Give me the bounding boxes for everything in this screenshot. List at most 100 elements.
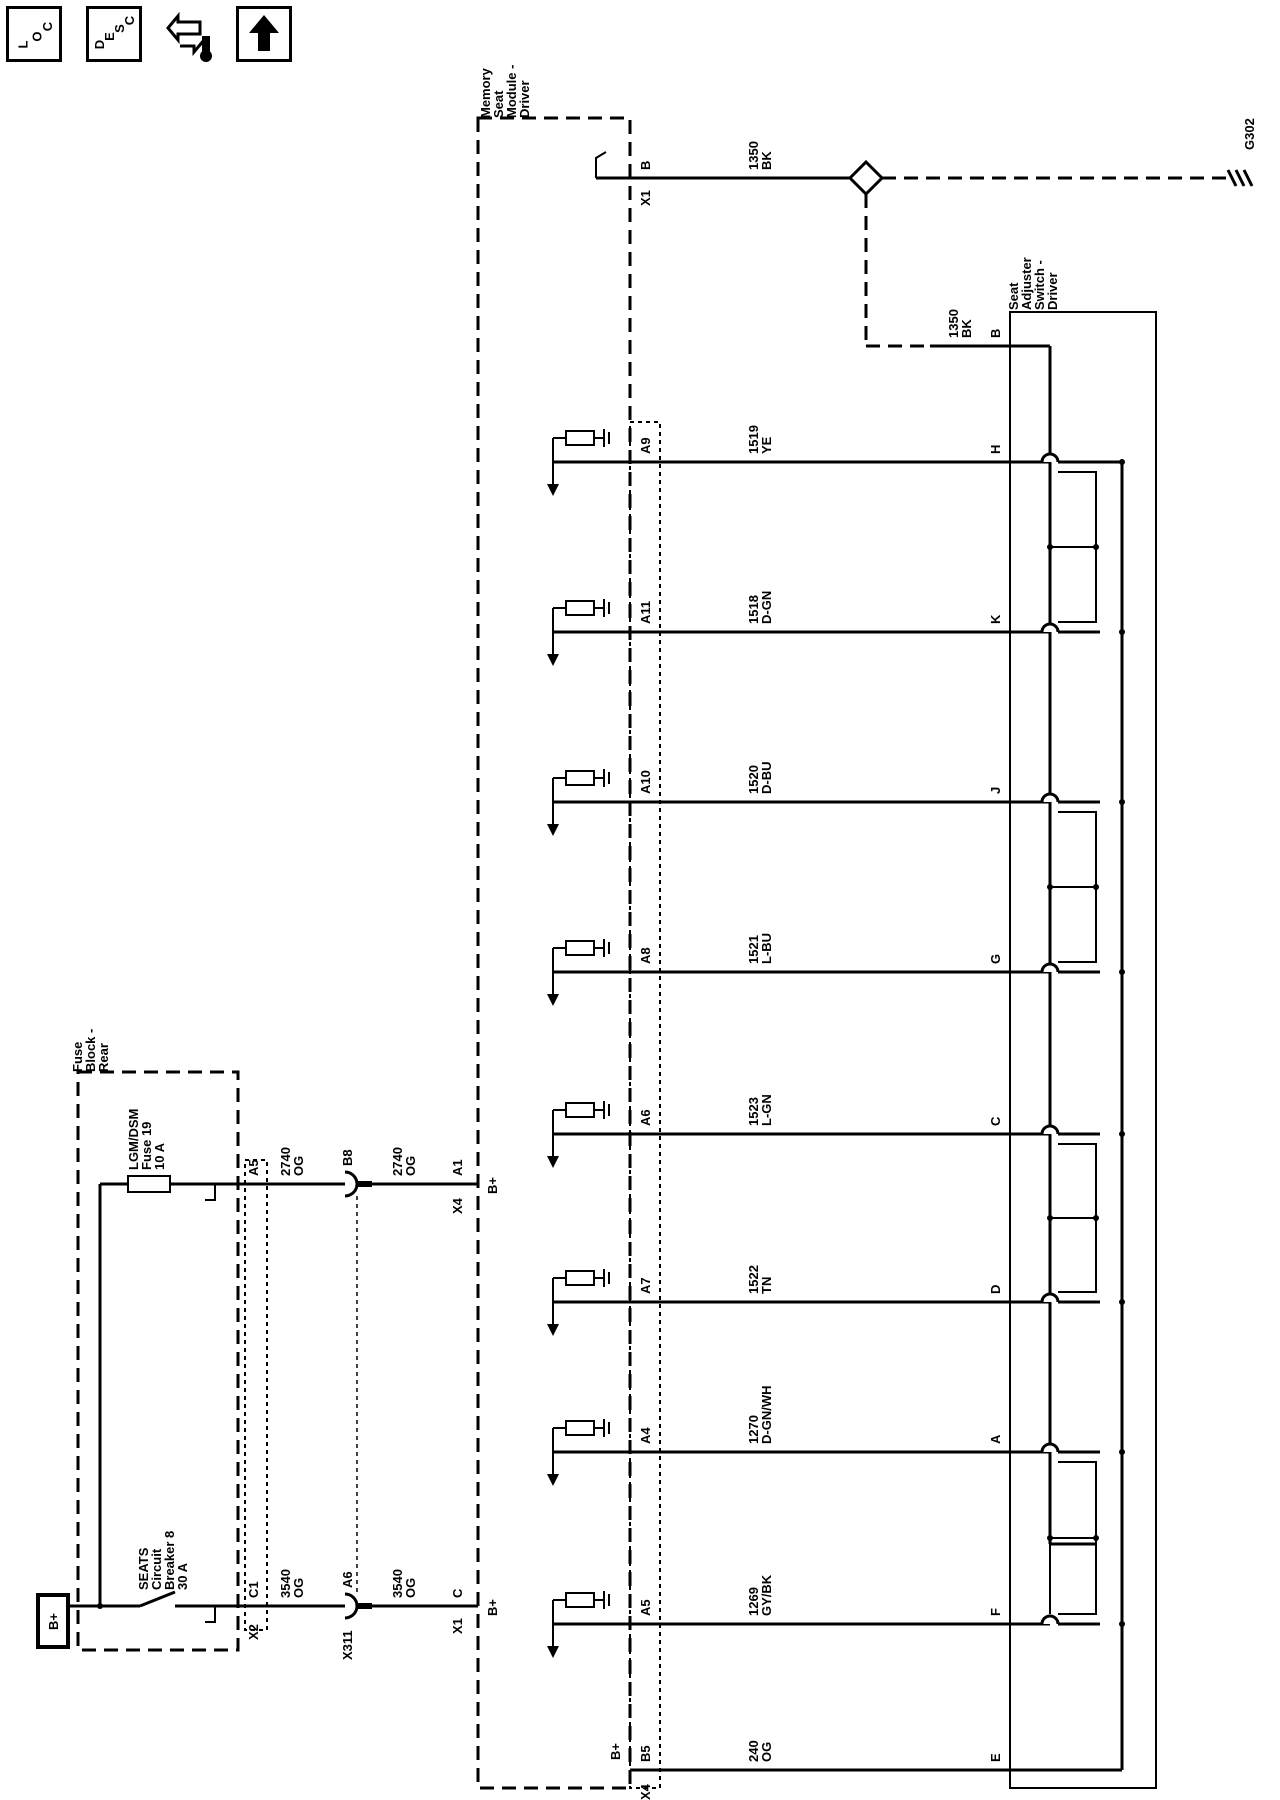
battery-source-label: B+: [46, 1613, 61, 1630]
fuse-block-connector: [244, 1159, 268, 1631]
supply-junction-H: [1119, 459, 1125, 465]
breaker-label-2: Circuit: [149, 1548, 164, 1590]
wire-2740-num-b: 2740: [390, 1147, 405, 1176]
wire-240-color: OG: [759, 1742, 774, 1762]
fuse-label-3: 10 A: [152, 1142, 167, 1170]
wire-num-1519: 1519: [746, 425, 761, 454]
switch-pin-D: D: [988, 1285, 1003, 1294]
supply-junction-D: [1119, 1299, 1125, 1305]
connector-c: C: [450, 1588, 465, 1598]
x4-connector-strip: [629, 421, 661, 1789]
memory-module-label-4: Driver: [517, 80, 532, 118]
wire-3540-num-b: 3540: [390, 1569, 405, 1598]
description-button[interactable]: D E S C: [86, 6, 142, 62]
wire-color-1520: D-BU: [759, 762, 774, 795]
supply-junction-K: [1119, 629, 1125, 635]
switch-pin-A: A: [988, 1434, 1003, 1444]
location-button[interactable]: L O C: [6, 6, 62, 62]
memory-module-label-2: Seat: [491, 90, 506, 118]
connector-x1-c: X1: [450, 1618, 465, 1634]
wire-color-1519: YE: [759, 436, 774, 454]
splice-diamond: [847, 159, 885, 197]
wire-color-1270: D-GN/WH: [759, 1386, 774, 1445]
module-ground-symbol: [595, 151, 607, 178]
circuit-resistor-A4: [565, 1420, 595, 1436]
bplus-b5: B+: [608, 1743, 623, 1760]
pin-label-A7: A7: [638, 1277, 653, 1294]
up-arrow-button[interactable]: [236, 6, 292, 62]
supply-junction-J: [1119, 799, 1125, 805]
fuse-block-label-3: Rear: [96, 1043, 111, 1072]
supply-junction-A: [1119, 1449, 1125, 1455]
memory-module-label-1: Memory: [478, 67, 493, 118]
bplus-c: B+: [485, 1599, 500, 1616]
switch-bridge-dot-2: [1047, 1215, 1053, 1221]
tools-icon[interactable]: [160, 6, 220, 66]
wire-1350-switch-color: BK: [959, 319, 974, 338]
circuit-resistor-A10: [565, 770, 595, 786]
breaker-label-3: Breaker 8: [162, 1531, 177, 1590]
wire-3540-num: 3540: [278, 1569, 293, 1598]
wire-num-1270: 1270: [746, 1415, 761, 1444]
switch-pin-G: G: [988, 954, 1003, 964]
circuit-hop-K: [1040, 622, 1060, 633]
connector-b8: B8: [340, 1149, 355, 1166]
seat-adjuster-switch-outline: [1009, 311, 1157, 1789]
up-arrow-icon: [249, 15, 279, 51]
switch-pin-K: K: [988, 614, 1003, 624]
breaker-label-4: 30 A: [175, 1562, 190, 1590]
battery-source-box: [36, 1593, 70, 1649]
pin-label-A11: A11: [638, 601, 653, 624]
connector-c1: C1: [246, 1581, 261, 1598]
switch-pin-b: B: [988, 329, 1003, 338]
circuit-resistor-A5: [565, 1592, 595, 1608]
pin-label-A6: A6: [638, 1109, 653, 1126]
supply-junction-G: [1119, 969, 1125, 975]
pin-label-A5: A5: [638, 1599, 653, 1616]
switch-pin-J: J: [988, 787, 1003, 794]
connector-x4-b5: X4: [638, 1783, 653, 1800]
switch-bridge-dot2-0: [1093, 544, 1099, 550]
bplus-a1: B+: [485, 1177, 500, 1194]
switch-pin-C: C: [988, 1116, 1003, 1126]
memory-module-label-3: Module -: [504, 65, 519, 118]
circuit-hop-D: [1040, 1292, 1060, 1303]
x311-connector-b8: [344, 1170, 359, 1198]
wire-240-num: 240: [746, 1740, 761, 1762]
wire-color-1521: L-BU: [759, 933, 774, 964]
switch-bridge-dot-3: [1047, 1535, 1053, 1541]
x311-connector-a6: [344, 1592, 359, 1620]
supply-junction-F: [1119, 1621, 1125, 1627]
circuit-hop-F: [1040, 1614, 1060, 1625]
switch-bridge-dot2-3: [1093, 1535, 1099, 1541]
wire-num-1521: 1521: [746, 935, 761, 964]
circuit-hop-C: [1040, 1124, 1060, 1135]
ground-g302-symbol: [1226, 169, 1238, 187]
breaker-label-1: SEATS: [136, 1547, 151, 1590]
switch-label-3: Switch -: [1032, 260, 1047, 310]
wire-num-1520: 1520: [746, 765, 761, 794]
wire-3540-color-b: OG: [403, 1578, 418, 1598]
pin-label-A8: A8: [638, 947, 653, 964]
wire-2740-color: OG: [291, 1156, 306, 1176]
connector-x311: X311: [340, 1630, 355, 1660]
wire-1350-color: BK: [759, 151, 774, 170]
connector-x1-b: X1: [638, 190, 653, 206]
pin-label-A10: A10: [638, 770, 653, 794]
fuse-label-2: Fuse 19: [139, 1122, 154, 1170]
wire-color-1523: L-GN: [759, 1094, 774, 1126]
pin-label-A4: A4: [638, 1427, 653, 1444]
supply-junction-C: [1119, 1131, 1125, 1137]
fuse-19: [127, 1175, 171, 1193]
switch-label-2: Adjuster: [1019, 257, 1034, 310]
connector-b5: B5: [638, 1745, 653, 1762]
ground-g302-label: G302: [1242, 118, 1257, 150]
fuse-label-1: LGM/DSM: [126, 1109, 141, 1170]
wire-color-1522: TN: [759, 1277, 774, 1294]
circuit-resistor-A9: [565, 430, 595, 446]
switch-bridge-dot-0: [1047, 544, 1053, 550]
fuse-block-label-2: Block -: [83, 1029, 98, 1072]
fuse-block-outline: [76, 1070, 240, 1652]
